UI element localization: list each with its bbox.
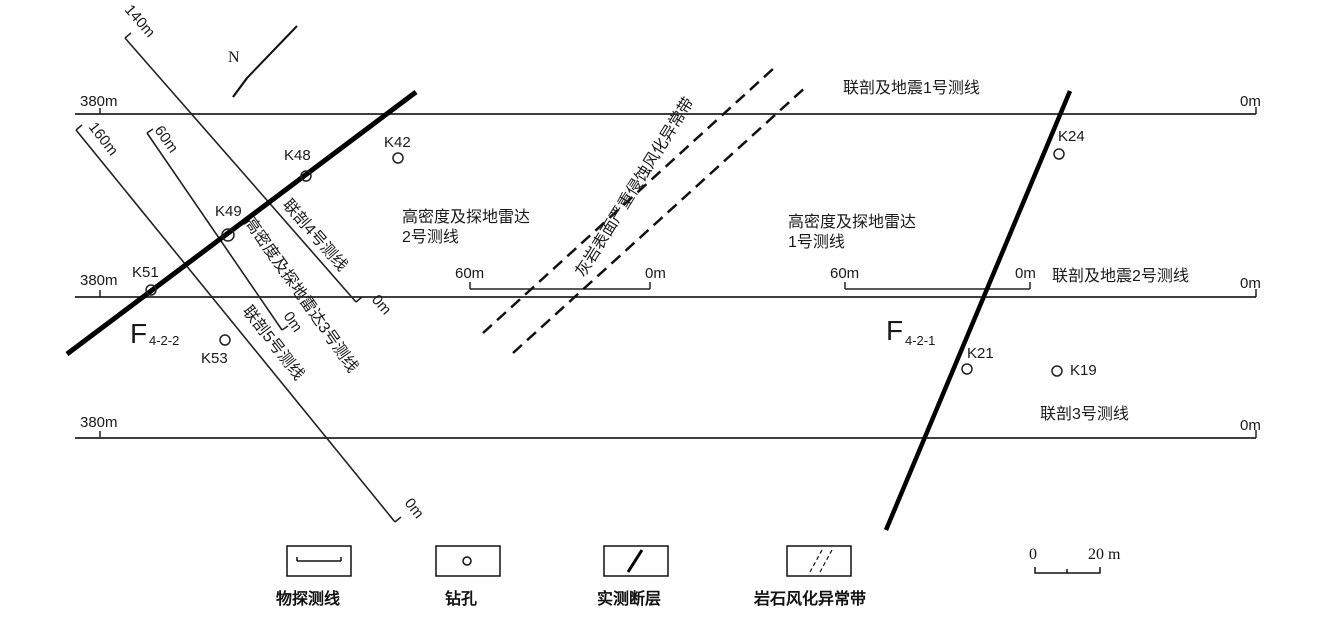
borehole-k51-label: K51	[132, 264, 159, 281]
legend-survey-line-label: 物探测线	[276, 589, 340, 608]
profile-line-5-start: 160m	[85, 119, 122, 159]
borehole-k21-marker	[961, 363, 973, 375]
legend-weathering-label: 岩石风化异常带	[753, 589, 866, 608]
scale-bar: 0 20 m	[1029, 546, 1121, 574]
profile-line-3-label: 联剖3号测线	[1040, 405, 1129, 423]
legend-fault-label: 实测断层	[597, 589, 661, 608]
profile-line-4-label: 联剖4号测线	[279, 196, 351, 275]
borehole-k48-marker	[300, 170, 312, 182]
borehole-k53-label: K53	[201, 350, 228, 367]
seismic-line-2: 380m 0m 联剖及地震2号测线	[75, 267, 1261, 298]
legend: 物探测线 钻孔 实测断层 岩石风化异常带 0 20 m	[276, 545, 1121, 608]
north-label: N	[228, 49, 240, 66]
weathering-zone: 灰岩表面严重侵蚀风化异常带	[482, 67, 809, 354]
legend-weathering: 岩石风化异常带	[753, 545, 866, 608]
legend-survey-line: 物探测线	[276, 545, 352, 608]
borehole-k42-marker	[392, 152, 404, 164]
profile-line-3: 380m 0m 联剖3号测线	[75, 405, 1261, 439]
fault-f421-subscript: 4-2-1	[905, 333, 935, 348]
legend-borehole: 钻孔	[435, 545, 501, 608]
north-arrow: N	[228, 25, 298, 98]
fault-f422-subscript: 4-2-2	[149, 333, 179, 348]
gpr-line-1-label-1: 高密度及探地雷达	[788, 213, 916, 231]
profile-line-3-end: 0m	[1240, 417, 1261, 434]
borehole-k49-label: K49	[215, 203, 242, 220]
gpr-line-3-start: 60m	[151, 123, 182, 157]
profile-line-4-start: 140m	[121, 1, 158, 40]
fault-icon	[626, 549, 644, 573]
seismic-line-1: 380m 0m 联剖及地震1号测线	[75, 79, 1261, 115]
gpr-line-1-end: 0m	[1015, 265, 1036, 282]
fault-f421: F 4-2-1	[883, 90, 1073, 531]
borehole-k21-label: K21	[967, 345, 994, 362]
borehole-k24-label: K24	[1058, 128, 1085, 145]
gpr-line-1-label-2: 1号测线	[788, 233, 845, 251]
profile-line-5-end: 0m	[401, 495, 427, 522]
profile-line-4: 140m 0m 联剖4号测线	[121, 1, 395, 318]
seismic-line-1-start: 380m	[80, 93, 118, 110]
weathering-zone-label: 灰岩表面严重侵蚀风化异常带	[572, 94, 697, 280]
seismic-line-1-end: 0m	[1240, 93, 1261, 110]
gpr-line-3-end: 0m	[280, 309, 306, 336]
gpr-line-1-start: 60m	[830, 265, 859, 282]
gpr-line-2-start: 60m	[455, 265, 484, 282]
profile-line-3-start: 380m	[80, 414, 118, 431]
profile-line-4-end: 0m	[368, 291, 395, 318]
gpr-line-2-label-1: 高密度及探地雷达	[402, 208, 530, 226]
scale-bar-start: 0	[1029, 546, 1037, 563]
borehole-k49-marker	[221, 228, 235, 242]
legend-fault: 实测断层	[597, 545, 669, 608]
borehole-k42-label: K42	[384, 134, 411, 151]
borehole-icon	[462, 556, 472, 566]
borehole-k19-label: K19	[1070, 362, 1097, 379]
gpr-line-2-end: 0m	[645, 265, 666, 282]
legend-borehole-label: 钻孔	[445, 589, 477, 608]
seismic-line-1-label: 联剖及地震1号测线	[843, 79, 980, 97]
fault-f421-letter: F	[886, 315, 903, 346]
weathering-icon	[809, 549, 823, 573]
borehole-k53-marker	[219, 334, 231, 346]
seismic-line-2-start: 380m	[80, 272, 118, 289]
borehole-k19-marker	[1051, 365, 1063, 377]
profile-line-5: 160m 0m 联剖5号测线	[75, 119, 427, 523]
seismic-line-2-end: 0m	[1240, 275, 1261, 292]
fault-f422-letter: F	[130, 318, 147, 349]
boreholes	[145, 148, 1065, 377]
scale-bar-end: 20 m	[1088, 546, 1121, 563]
gpr-line-2: 60m 0m 高密度及探地雷达 2号测线	[402, 208, 666, 290]
borehole-labels: K42 K48 K49 K51 K53 K24 K21 K19	[132, 128, 1097, 379]
borehole-k48-label: K48	[284, 147, 311, 164]
fault-f422: F 4-2-2	[65, 90, 418, 356]
borehole-k51-marker	[145, 284, 157, 296]
gpr-line-1: 60m 0m 高密度及探地雷达 1号测线	[788, 213, 1036, 290]
gpr-line-2-label-2: 2号测线	[402, 228, 459, 246]
borehole-k24-marker	[1053, 148, 1065, 160]
seismic-line-2-label: 联剖及地震2号测线	[1052, 267, 1189, 285]
